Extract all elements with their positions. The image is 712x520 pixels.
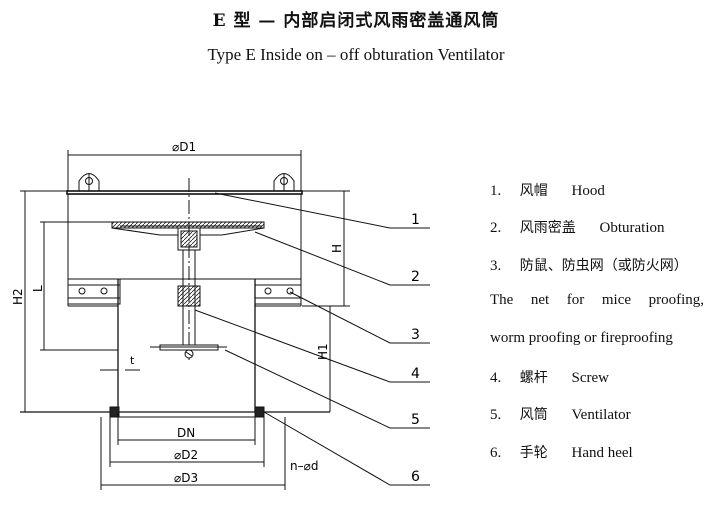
legend-item-screw: 4. 螺杆 Screw	[490, 367, 609, 387]
dim-d1-label: ⌀D1	[172, 140, 196, 154]
dim-d2-label: ⌀D2	[174, 448, 198, 462]
callout-2: 2	[411, 269, 420, 285]
hood-top-plate	[66, 190, 303, 195]
legend-en: Hood	[571, 183, 605, 199]
callout-6: 6	[411, 469, 420, 485]
legend-en: Hand heel	[571, 445, 633, 461]
net-screen-right	[254, 278, 302, 305]
leader-5	[224, 349, 430, 429]
legend-net-note-line2: worm proofing or fireproofing	[490, 330, 673, 346]
callout-1: 1	[411, 212, 420, 228]
legend-num: 2.	[490, 220, 502, 236]
legend-item-obturation: 2. 风雨密盖 Obturation	[490, 217, 665, 237]
legend-num: 1.	[490, 183, 502, 199]
flange-right	[254, 406, 265, 418]
legend-num: 6.	[490, 445, 502, 461]
legend-num: 5.	[490, 407, 502, 423]
title-chinese: E 型 — 内部启闭式风雨密盖通风筒	[212, 11, 500, 31]
dim-h1-label: H1	[316, 343, 330, 360]
lifting-lug-right	[273, 173, 295, 191]
callout-4: 4	[411, 366, 420, 382]
legend-num: 4.	[490, 370, 502, 386]
leader-6	[263, 411, 430, 486]
legend-cn: 防鼠、防虫网（或防火网）	[519, 258, 688, 274]
legend-num: 3.	[490, 258, 502, 274]
net-screen-left	[67, 278, 121, 305]
dim-h2-label: H2	[11, 288, 25, 305]
leader-4	[194, 309, 430, 383]
legend-cn: 风雨密盖	[519, 220, 576, 236]
dim-dn-label: DN	[177, 426, 195, 440]
leader-2	[254, 231, 430, 286]
legend-item-hand-wheel: 6. 手轮 Hand heel	[490, 442, 633, 462]
callout-3: 3	[411, 327, 420, 343]
legend-item-ventilator: 5. 风筒 Ventilator	[490, 404, 631, 424]
hand-wheel	[150, 344, 227, 359]
dim-l-label: L	[31, 285, 45, 292]
lifting-lug-left	[78, 173, 100, 191]
legend-cn: 风帽	[519, 183, 548, 199]
dim-bolt-label: n–⌀d	[290, 459, 318, 473]
legend-en: Screw	[571, 370, 610, 386]
leader-1	[214, 192, 430, 229]
dim-t-label: t	[130, 354, 135, 367]
legend-item-net: 3. 防鼠、防虫网（或防火网）	[490, 255, 688, 275]
legend-en: Obturation	[599, 220, 665, 236]
callout-5: 5	[411, 412, 420, 428]
dim-h-label: H	[330, 244, 344, 253]
dim-d3-label: ⌀D3	[174, 471, 198, 485]
leader-3	[289, 291, 430, 344]
legend-item-hood: 1. 风帽 Hood	[490, 180, 605, 200]
legend-cn: 螺杆	[519, 370, 548, 386]
title-english: Type E Inside on – off obturation Ventil…	[207, 45, 505, 64]
legend-en: Ventilator	[571, 407, 631, 423]
legend-cn: 风筒	[519, 407, 548, 423]
legend-net-note-line1: The net for mice proofing,	[490, 292, 704, 308]
screw-rod	[177, 178, 201, 360]
legend-cn: 手轮	[519, 445, 548, 461]
